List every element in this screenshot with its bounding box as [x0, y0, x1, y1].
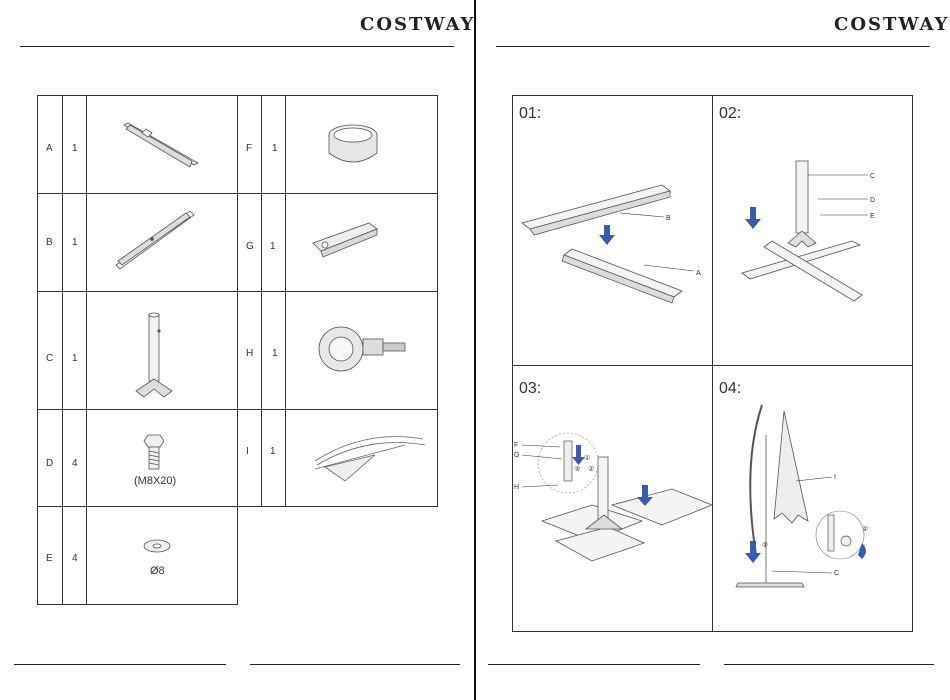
part-a-illustration	[86, 95, 237, 193]
part-h-illustration	[285, 291, 437, 409]
step-1-callout-a: A	[696, 270, 701, 277]
step-4-marker-2: ②	[862, 525, 868, 533]
part-letter-i: I	[246, 446, 249, 457]
step-3-marker-2: ②	[588, 465, 594, 473]
part-qty-e: 4	[72, 553, 78, 564]
part-letter-a: A	[46, 143, 53, 154]
part-b-illustration	[86, 193, 237, 291]
part-qty-i: 1	[270, 446, 276, 457]
step-3-marker-3: ③	[574, 465, 580, 473]
part-e-illustration	[86, 506, 237, 604]
step-4-callout-i: I	[834, 474, 836, 481]
step-4-callout-c: C	[834, 570, 839, 577]
part-d-caption: (M8X20)	[134, 475, 176, 487]
part-letter-h: H	[246, 348, 253, 359]
part-letter-b: B	[46, 237, 53, 248]
step-1-callout-b: B	[666, 215, 671, 222]
down-arrow-icon	[599, 225, 615, 245]
part-qty-a: 1	[72, 143, 78, 154]
part-letter-e: E	[46, 553, 53, 564]
step-3-callout-f: F	[514, 442, 518, 449]
footer-rule-right	[724, 664, 934, 665]
part-qty-g: 1	[270, 241, 276, 252]
step-2-callout-e: E	[870, 213, 875, 220]
part-g-illustration	[285, 193, 437, 291]
part-letter-d: D	[46, 458, 53, 469]
left-page: COSTWAY A 1 B 1 C 1 D 4 E 4 F 1 G 1 H 1 …	[0, 0, 474, 700]
part-letter-c: C	[46, 353, 53, 364]
part-e-caption: Ø8	[150, 565, 165, 577]
part-letter-f: F	[246, 143, 252, 154]
step-4-illustration: I C ① ②	[712, 365, 912, 631]
step-2-callout-c: C	[870, 173, 875, 180]
step-1-illustration: B A	[512, 95, 712, 365]
down-arrow-icon	[745, 207, 761, 229]
part-qty-h: 1	[272, 348, 278, 359]
part-qty-b: 1	[72, 237, 78, 248]
step-3-marker-1: ①	[584, 454, 590, 462]
part-letter-g: G	[246, 241, 254, 252]
right-page: COSTWAY 01: 02: 03: 04: B A	[476, 0, 950, 700]
down-arrow-icon	[745, 541, 761, 563]
part-qty-c: 1	[72, 353, 78, 364]
step-3-illustration: F G H ① ② ③	[512, 365, 712, 631]
part-f-illustration	[285, 95, 437, 193]
step-2-illustration: C D E	[712, 95, 912, 365]
part-qty-f: 1	[272, 143, 278, 154]
step-2-callout-d: D	[870, 197, 875, 204]
footer-rule-right	[250, 664, 460, 665]
footer-rule-left	[488, 664, 700, 665]
part-d-illustration	[86, 409, 237, 506]
step-4-marker-1: ①	[762, 541, 768, 549]
footer-rule-left	[14, 664, 226, 665]
part-c-illustration	[86, 291, 237, 409]
rotate-arrow-icon	[858, 543, 866, 559]
part-i-illustration	[285, 409, 437, 506]
step-3-callout-h: H	[514, 484, 519, 491]
part-qty-d: 4	[72, 458, 78, 469]
step-3-callout-g: G	[514, 452, 519, 459]
